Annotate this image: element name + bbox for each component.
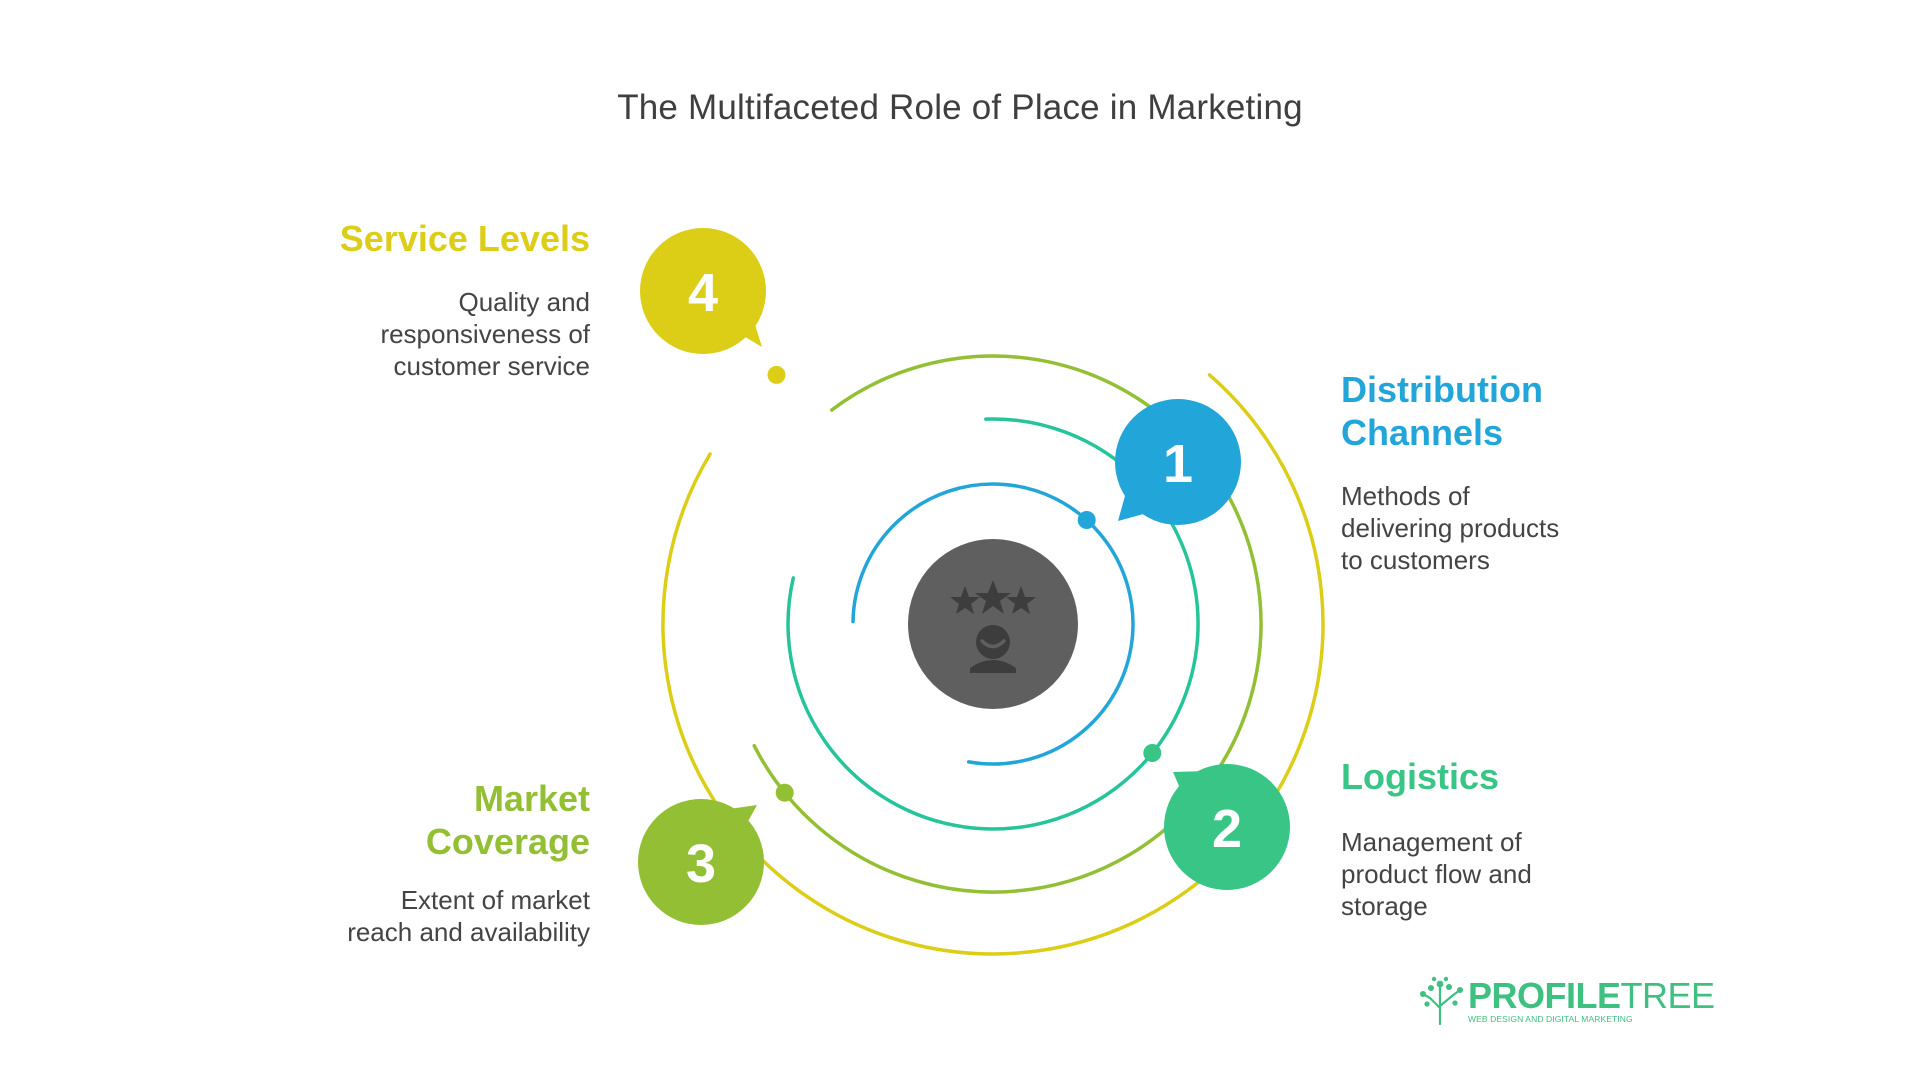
logo-wordmark: PROFILETREE [1468,976,1715,1016]
logo-name-bold: PROFILE [1468,975,1621,1016]
logo-tagline: WEB DESIGN AND DIGITAL MARKETING [1468,1014,1633,1024]
description-line: Methods of [1341,481,1470,511]
heading-distribution-channels: Distribution Channels [1341,368,1543,454]
heading-line: Logistics [1341,756,1500,797]
arc-market-coverage [752,354,1263,894]
description-line: product flow and [1341,859,1532,889]
description-line: Extent of market [400,885,590,915]
heading-line: Service Levels [339,218,590,259]
description-line: reach and availability [347,917,590,947]
connector-dot-4 [767,365,786,384]
heading-service-levels: Service Levels [240,217,590,260]
description-line: storage [1341,891,1428,921]
badge-number-1: 1 [1163,434,1193,494]
description-logistics: Management of product flow and storage [1341,826,1532,922]
heading-line: Coverage [425,821,590,862]
description-line: to customers [1341,545,1490,575]
badge-number-2: 2 [1212,799,1242,859]
tree-icon [1420,976,1463,1026]
description-line: responsiveness of [380,319,590,349]
heading-line: Distribution [1341,369,1543,410]
connector-dot-2 [1143,744,1162,762]
description-line: Management of [1341,827,1522,857]
description-market-coverage: Extent of market reach and availability [240,884,590,948]
connector-dot-1 [1077,511,1096,529]
badge-number-3: 3 [686,834,716,894]
logo-name-light: TREE [1620,975,1716,1016]
heading-line: Market [473,778,590,819]
badge-number-4: 4 [688,263,718,323]
description-distribution-channels: Methods of delivering products to custom… [1341,480,1559,576]
heading-line: Channels [1341,412,1504,453]
heading-market-coverage: Market Coverage [290,777,590,863]
heading-logistics: Logistics [1341,755,1499,798]
arc-service-levels [661,373,1325,956]
description-service-levels: Quality and responsiveness of customer s… [240,286,590,382]
badge-3: 3 [638,799,764,925]
badge-4: 4 [640,228,766,354]
rating-stars-person-icon [950,580,1036,673]
page-title: The Multifaceted Role of Place in Market… [617,88,1303,127]
badge-2: 2 [1164,764,1290,890]
profiletree-logo: PROFILETREE WEB DESIGN AND DIGITAL MARKE… [1418,976,1715,1026]
arc-distribution-channels [851,482,1135,766]
center-circle [908,539,1078,709]
description-line: Quality and [458,287,590,317]
description-line: delivering products [1341,513,1560,543]
connector-dot-3 [775,783,794,802]
description-line: customer service [393,351,591,381]
badge-1: 1 [1115,399,1241,525]
